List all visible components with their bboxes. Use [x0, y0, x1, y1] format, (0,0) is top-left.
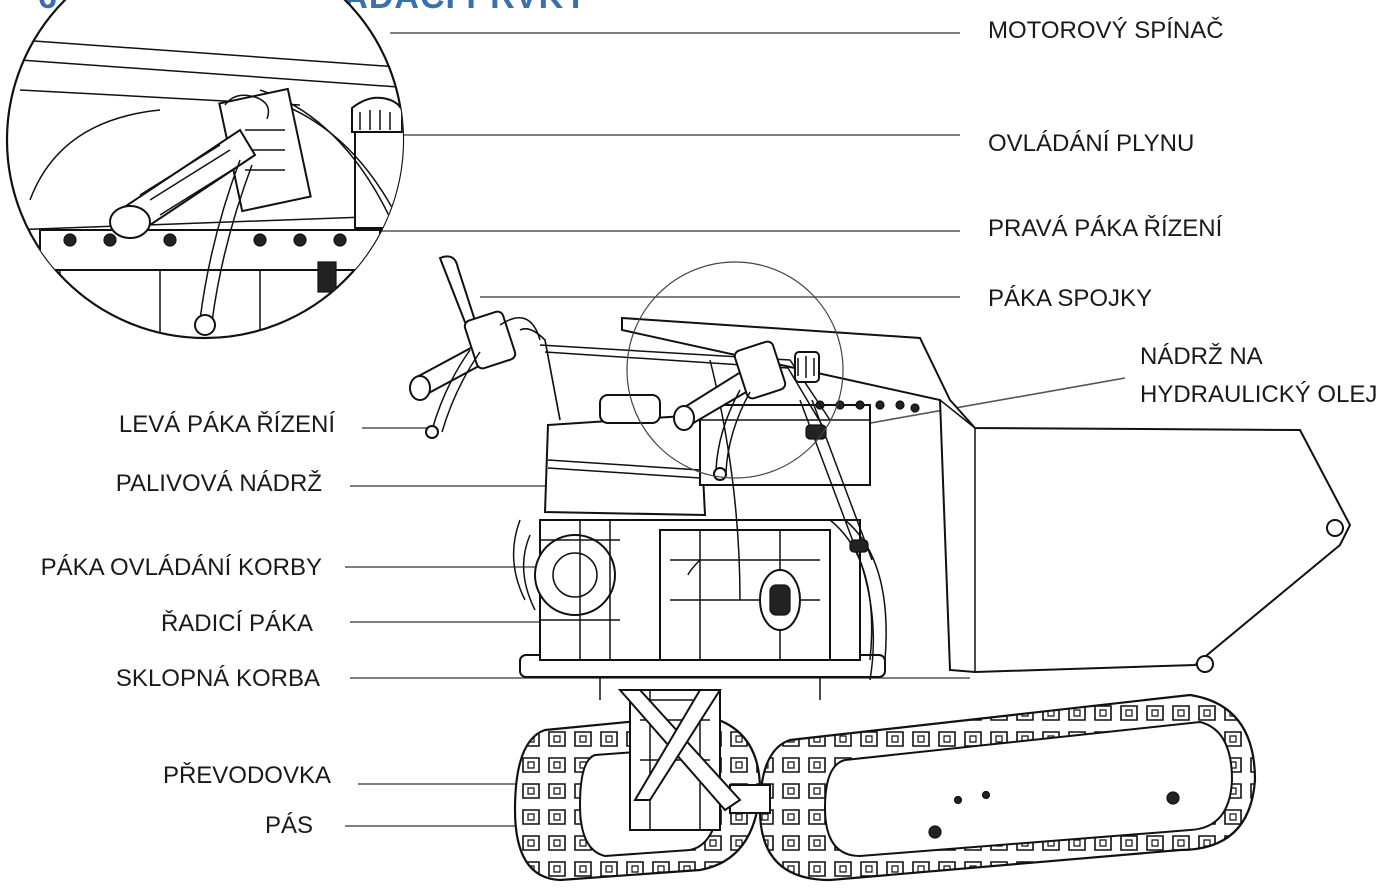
label-left-steering-lever: LEVÁ PÁKA ŘÍZENÍ — [118, 411, 335, 438]
label-right-steering-lever: PRAVÁ PÁKA ŘÍZENÍ — [988, 215, 1223, 242]
zoom-detail-circle — [5, 0, 405, 340]
label-hydraulic-tank-line1: NÁDRŽ NA — [1140, 343, 1263, 370]
right-handle-drawing — [673, 340, 820, 481]
label-track: PÁS — [264, 812, 313, 839]
label-tipping-body: SKLOPNÁ KORBA — [115, 665, 320, 692]
label-fuel-tank: PALIVOVÁ NÁDRŽ — [115, 470, 322, 497]
label-hydraulic-tank-line2: HYDRAULICKÝ OLEJ — [1140, 381, 1378, 408]
label-throttle: OVLÁDÁNÍ PLYNU — [988, 130, 1195, 157]
engine-drawing — [512, 519, 887, 661]
left-handle-drawing — [409, 255, 541, 439]
track-right-drawing — [758, 693, 1257, 882]
label-motor-switch: MOTOROVÝ SPÍNAČ — [988, 17, 1224, 44]
label-shift-lever: ŘADICÍ PÁKA — [160, 610, 313, 637]
tipping-body-drawing — [621, 316, 1352, 674]
zoom-source-circle — [626, 261, 844, 479]
label-gearbox: PŘEVODOVKA — [162, 762, 331, 789]
label-clutch-lever: PÁKA SPOJKY — [988, 285, 1153, 312]
leader-lines-right — [360, 32, 1126, 428]
fuel-tank-drawing — [543, 394, 707, 517]
hydraulic-tank-drawing — [699, 400, 920, 486]
label-dump-control-lever: PÁKA OVLÁDÁNÍ KORBY — [40, 554, 322, 581]
